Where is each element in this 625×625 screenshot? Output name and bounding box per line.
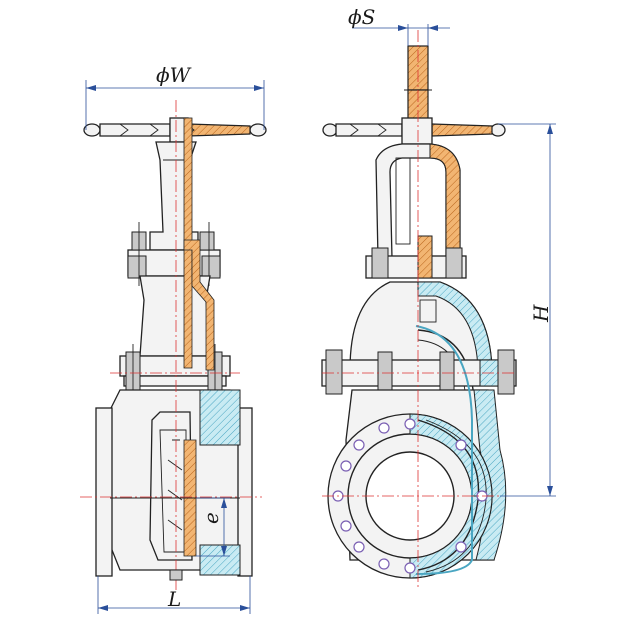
bonnet-flange-side — [127, 222, 221, 286]
side-view — [80, 100, 267, 590]
offset-label: e — [199, 512, 223, 524]
stem-diameter-label: ϕS — [348, 5, 375, 29]
handwheel-front — [322, 117, 506, 145]
height-label: H — [529, 304, 553, 323]
handwheel-side — [83, 117, 267, 143]
dimension-lines — [85, 24, 556, 614]
length-label: L — [167, 587, 181, 611]
valve-body-side — [95, 389, 253, 577]
handwheel-diameter-label: ϕW — [156, 63, 192, 87]
bonnet-side — [119, 275, 231, 400]
front-view — [321, 30, 517, 590]
flange-bolt-holes — [332, 418, 488, 574]
bonnet-flange-front — [365, 235, 467, 279]
